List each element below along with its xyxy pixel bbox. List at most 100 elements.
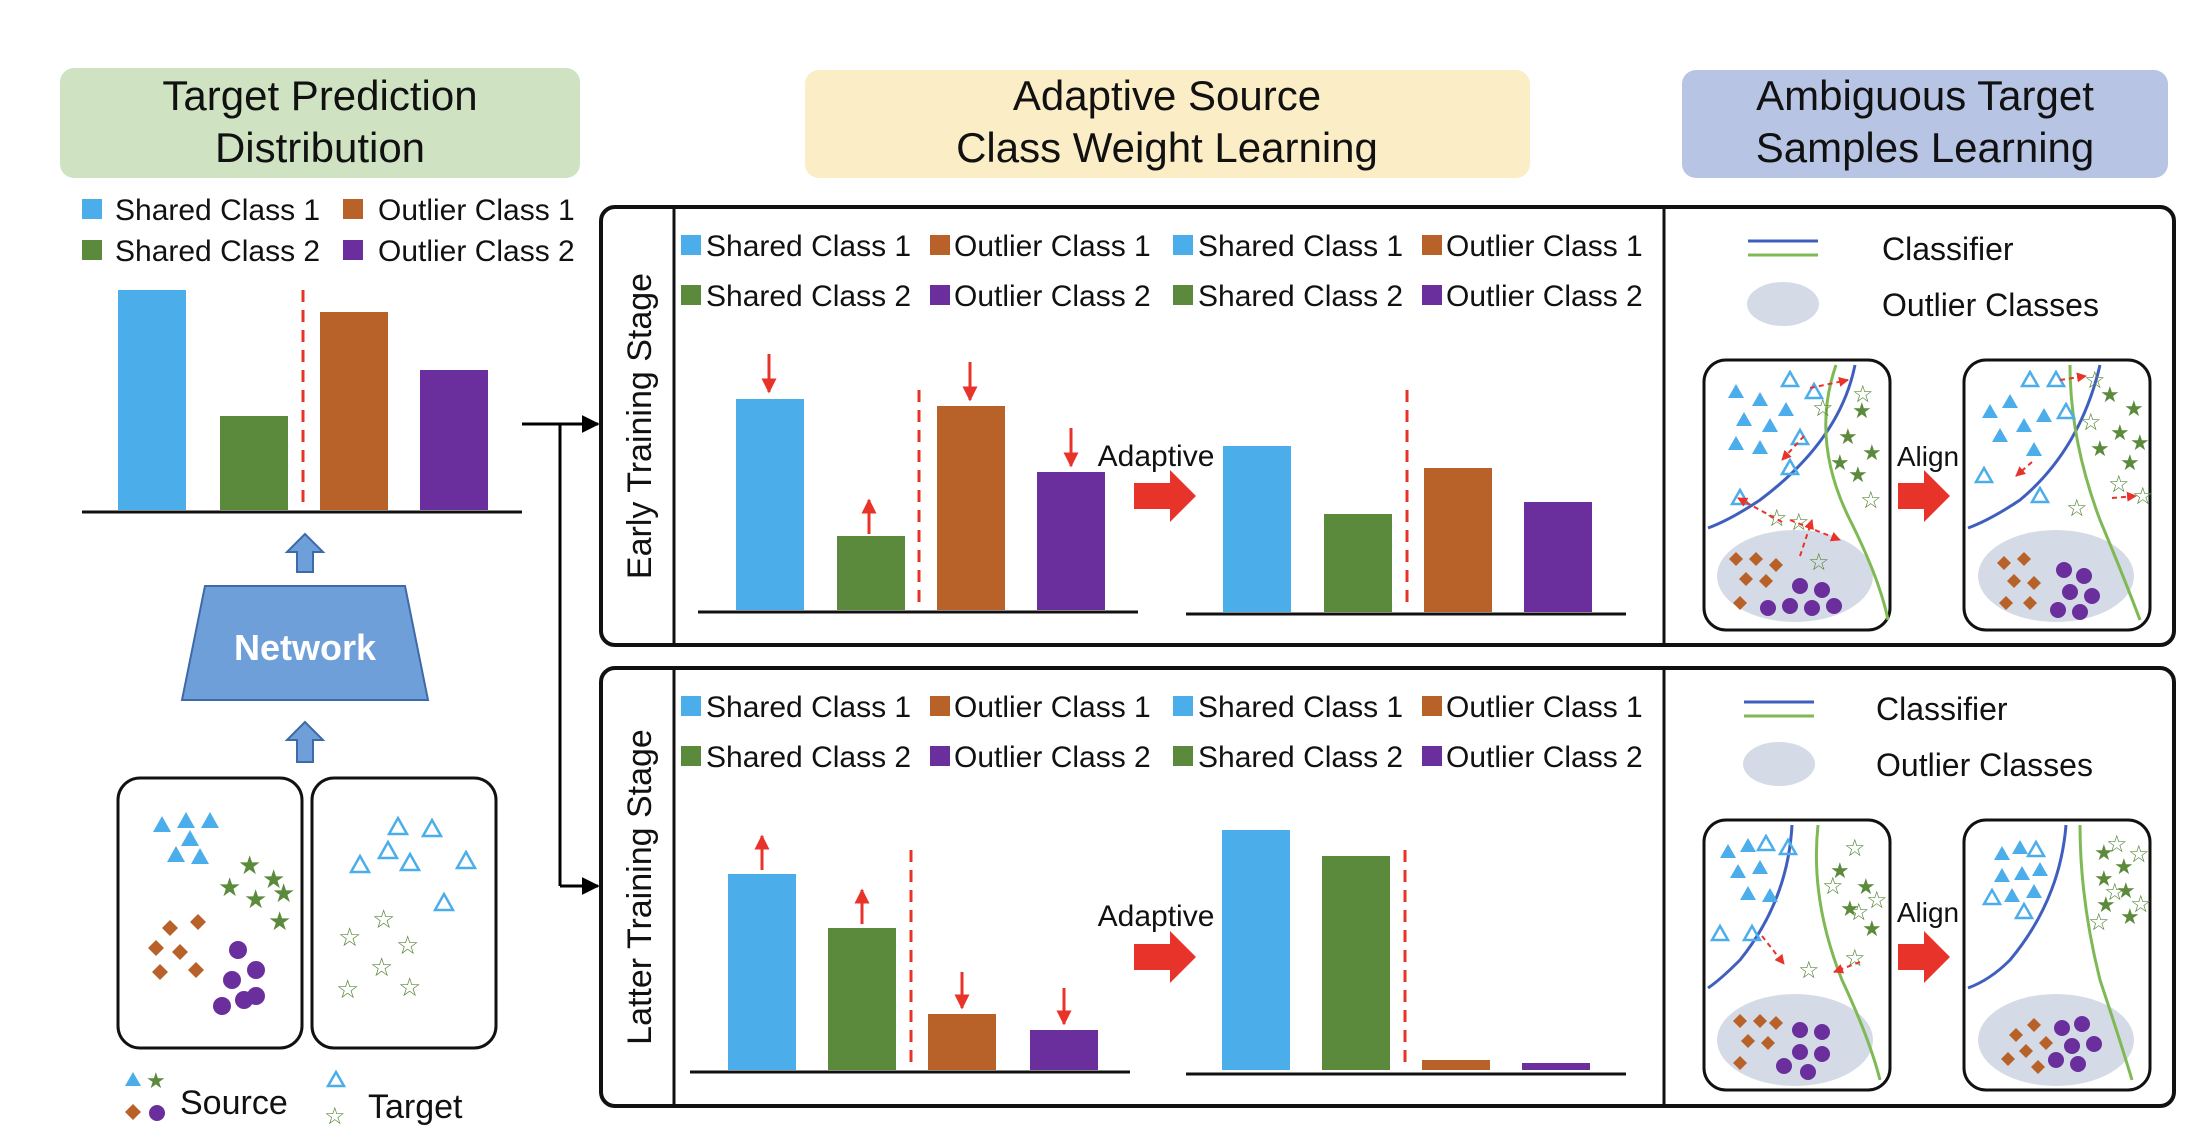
up-arrow-icon xyxy=(284,532,326,573)
latter-after-bars xyxy=(1186,830,1626,1076)
svg-text:☆: ☆ xyxy=(1852,380,1874,408)
header-target-prediction-line2: Distribution xyxy=(215,124,425,171)
align-arrow-icon xyxy=(1898,931,1950,983)
bar-shared1 xyxy=(118,290,186,510)
svg-text:☆: ☆ xyxy=(2128,840,2150,868)
svg-text:☆: ☆ xyxy=(1766,504,1788,532)
early-stage-label: Early Training Stage xyxy=(621,273,659,579)
early-ambiguous: Classifier Outlier Classes ★★★ ★★ xyxy=(1702,231,2154,632)
header-adaptive-weight-line2: Class Weight Learning xyxy=(956,124,1378,171)
target-triangle-icon xyxy=(454,849,478,870)
source-star-icon: ★ xyxy=(272,879,295,909)
target-triangle-icon xyxy=(432,891,456,912)
source-triangle-icon xyxy=(167,846,185,862)
legend-label-outlier2: Outlier Class 2 xyxy=(1446,741,1643,774)
source-star-icon: ★ xyxy=(238,851,261,881)
svg-text:☆: ☆ xyxy=(2104,878,2126,906)
source-triangle-icon xyxy=(153,816,171,832)
legend-label-shared2: Shared Class 2 xyxy=(1198,741,1403,774)
target-triangle-icon xyxy=(398,851,422,872)
header-target-prediction: Target Prediction Distribution xyxy=(60,68,580,178)
svg-text:☆: ☆ xyxy=(1798,956,1820,984)
target-triangle-icon xyxy=(325,1069,347,1088)
svg-text:☆: ☆ xyxy=(1860,486,1882,514)
svg-text:★: ★ xyxy=(2114,855,2134,880)
connector-arrows xyxy=(522,415,600,895)
bar-outlier1 xyxy=(937,406,1005,610)
source-star-icon: ★ xyxy=(244,885,267,915)
adaptive-label: Adaptive xyxy=(1098,900,1215,933)
legend-swatch-shared1 xyxy=(82,199,102,219)
source-star-icon: ★ xyxy=(262,865,285,895)
svg-text:☆: ☆ xyxy=(2108,470,2130,498)
align-arrow-icon xyxy=(1898,470,1950,522)
legend-swatch-outlier2 xyxy=(343,240,363,260)
legend-label-shared1: Shared Class 1 xyxy=(706,691,911,724)
align-label: Align xyxy=(1897,441,1959,472)
source-star-icon: ★ xyxy=(146,1069,166,1094)
target-triangle-icon xyxy=(348,853,372,874)
bar-shared1 xyxy=(1223,446,1291,612)
target-star-icon: ☆ xyxy=(324,1102,346,1130)
source-circle-icon xyxy=(223,971,241,989)
svg-text:☆: ☆ xyxy=(2088,908,2110,936)
svg-text:★: ★ xyxy=(2120,451,2140,476)
source-circle-icon xyxy=(247,961,265,979)
header-ambiguous-line1: Ambiguous Target xyxy=(1756,72,2094,119)
network-block: Network xyxy=(180,585,430,701)
svg-text:☆: ☆ xyxy=(2130,890,2152,918)
svg-text:☆: ☆ xyxy=(1848,898,1870,926)
legend-label-outlier1: Outlier Class 1 xyxy=(1446,691,1643,724)
outlier-classes-label: Outlier Classes xyxy=(1882,287,2099,323)
header-adaptive-weight-line1: Adaptive Source xyxy=(1013,72,1321,119)
legend-label-outlier1: Outlier Class 1 xyxy=(378,194,575,227)
left-legend: Shared Class 1 Outlier Class 1 Shared Cl… xyxy=(82,194,575,268)
legend-label-shared1: Shared Class 1 xyxy=(706,230,911,263)
svg-text:★: ★ xyxy=(2120,905,2140,930)
legend-label-outlier1: Outlier Class 1 xyxy=(1446,230,1643,263)
source-diamond-icon xyxy=(162,920,178,936)
legend-label-shared2: Shared Class 2 xyxy=(706,741,911,774)
latter-legend: Shared Class 1 Outlier Class 1 Shared Cl… xyxy=(681,691,1643,774)
source-circle-icon xyxy=(149,1105,165,1121)
legend-label-shared2: Shared Class 2 xyxy=(115,235,320,268)
target-star-icon: ☆ xyxy=(398,973,421,1003)
source-circle-icon xyxy=(247,987,265,1005)
source-diamond-icon xyxy=(172,944,188,960)
legend-label-outlier2: Outlier Class 2 xyxy=(1446,280,1643,313)
early-after-bars xyxy=(1186,390,1626,616)
svg-text:☆: ☆ xyxy=(1844,834,1866,862)
legend-label-outlier2: Outlier Class 2 xyxy=(954,280,1151,313)
bar-shared2 xyxy=(220,416,288,510)
svg-text:★: ★ xyxy=(2096,893,2116,918)
bar-shared1 xyxy=(728,874,796,1070)
target-prediction-bars xyxy=(82,290,522,514)
legend-label-shared1: Shared Class 1 xyxy=(1198,691,1403,724)
bar-outlier1 xyxy=(1424,468,1492,612)
legend-label-shared1: Shared Class 1 xyxy=(1198,230,1403,263)
svg-text:☆: ☆ xyxy=(1788,508,1810,536)
svg-text:☆: ☆ xyxy=(2132,482,2154,510)
up-arrow-icon xyxy=(284,720,326,763)
svg-text:☆: ☆ xyxy=(1866,886,1888,914)
svg-text:★: ★ xyxy=(2124,397,2144,422)
outlier-classes-label: Outlier Classes xyxy=(1876,747,2093,783)
source-diamond-icon xyxy=(188,962,204,978)
align-label: Align xyxy=(1897,897,1959,928)
source-star-icon: ★ xyxy=(268,907,291,937)
svg-text:☆: ☆ xyxy=(1808,548,1830,576)
classifier-label: Classifier xyxy=(1882,231,2014,267)
bar-outlier1 xyxy=(320,312,388,510)
source-star-icon: ★ xyxy=(218,873,241,903)
bar-shared2 xyxy=(1322,856,1390,1070)
svg-text:★: ★ xyxy=(1840,897,1860,922)
legend-label-shared2: Shared Class 2 xyxy=(1198,280,1403,313)
header-ambiguous: Ambiguous Target Samples Learning xyxy=(1682,70,2168,178)
bar-shared1 xyxy=(1222,830,1290,1070)
svg-text:★: ★ xyxy=(1830,859,1850,884)
target-star-icon: ☆ xyxy=(370,953,393,983)
legend-label-outlier2: Outlier Class 2 xyxy=(378,235,575,268)
latter-stage-label: Latter Training Stage xyxy=(621,729,659,1045)
bar-shared1 xyxy=(736,399,804,610)
adaptive-arrow-icon xyxy=(1134,470,1196,522)
